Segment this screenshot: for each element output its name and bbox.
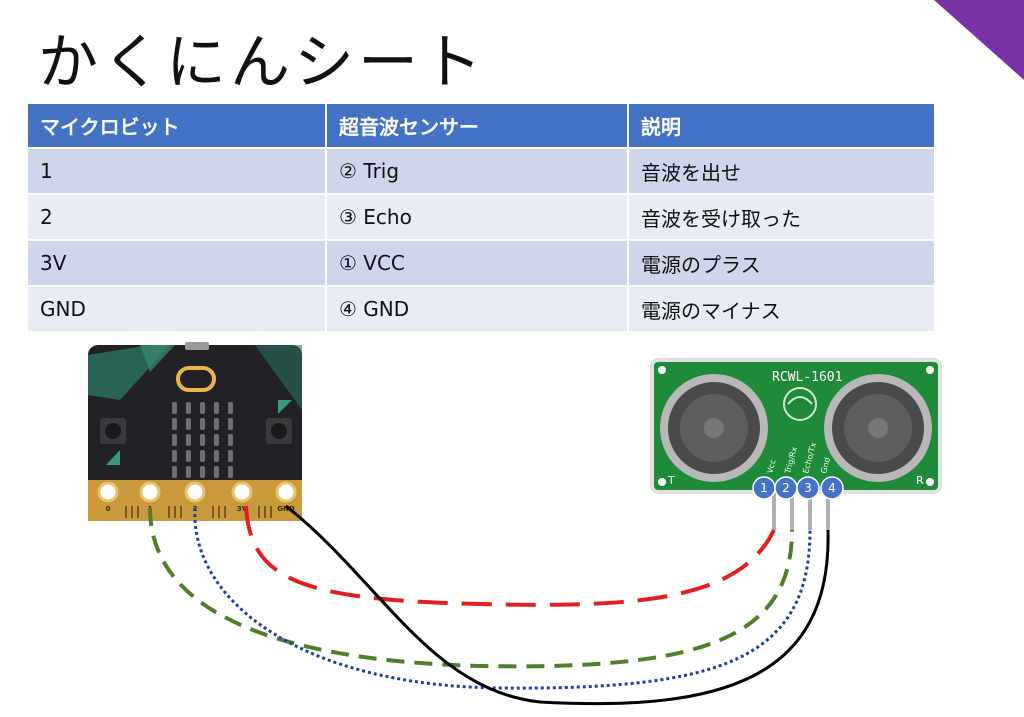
cell-sensor-pin: ② Trig: [326, 147, 629, 194]
table-row: 3V ① VCC 電源のプラス: [28, 239, 934, 286]
cell-description: 電源のプラス: [628, 239, 934, 286]
wire-pin2-echo: [193, 507, 812, 690]
sensor-side-label-t: T: [667, 474, 675, 487]
cell-sensor-pin: ③ Echo: [326, 193, 629, 240]
microbit-pin-label-gnd: GND: [277, 505, 295, 513]
table-row: 1 ② Trig 音波を出せ: [28, 147, 934, 194]
sensor-pin-label-gnd: Gnd: [819, 456, 832, 474]
ultrasonic-sensor: RCWL-1601 T R Vcc Trig/Rx Echo/Tx Gnd: [650, 358, 942, 530]
corner-decoration: [934, 0, 1024, 80]
microbit-pin-label-0: 0: [106, 505, 111, 513]
cell-microbit-pin: 3V: [28, 239, 327, 286]
page-title: かくにんシート: [38, 28, 486, 98]
cell-sensor-pin: ④ GND: [326, 285, 629, 331]
sensor-pin-badges: 1 2 3 4: [752, 476, 844, 500]
header-sensor: 超音波センサー: [326, 104, 629, 148]
pin-table: マイクロビット 超音波センサー 説明 1 ② Trig 音波を出せ 2 ③ Ec…: [28, 104, 934, 331]
cell-microbit-pin: 1: [28, 147, 327, 194]
cell-description: 音波を受け取った: [628, 193, 934, 240]
pin-badge-2: 2: [782, 481, 790, 495]
pin-badge-1: 1: [760, 481, 768, 495]
microbit-pin-label-3v: 3V: [237, 505, 248, 513]
pin-badge-3: 3: [804, 481, 812, 495]
wire-3v-vcc: [244, 505, 776, 607]
sensor-model-label: RCWL-1601: [772, 370, 842, 385]
cell-description: 音波を出せ: [628, 147, 934, 194]
microbit-board: 0 1 2 3V GND: [88, 342, 302, 521]
wire-pin1-trig: [148, 507, 794, 669]
sensor-pin-label-vcc: Vcc: [765, 458, 777, 474]
cell-microbit-pin: GND: [28, 285, 327, 331]
table-row: GND ④ GND 電源のマイナス: [28, 285, 934, 331]
header-microbit: マイクロビット: [28, 104, 327, 148]
wire-gnd-gnd: [285, 504, 830, 706]
header-description: 説明: [628, 104, 934, 148]
cell-sensor-pin: ① VCC: [326, 239, 629, 286]
cell-microbit-pin: 2: [28, 193, 327, 240]
table-header-row: マイクロビット 超音波センサー 説明: [28, 104, 934, 148]
sensor-side-label-r: R: [916, 474, 924, 487]
cell-description: 電源のマイナス: [628, 285, 934, 331]
table-row: 2 ③ Echo 音波を受け取った: [28, 193, 934, 240]
pin-badge-4: 4: [828, 481, 836, 495]
